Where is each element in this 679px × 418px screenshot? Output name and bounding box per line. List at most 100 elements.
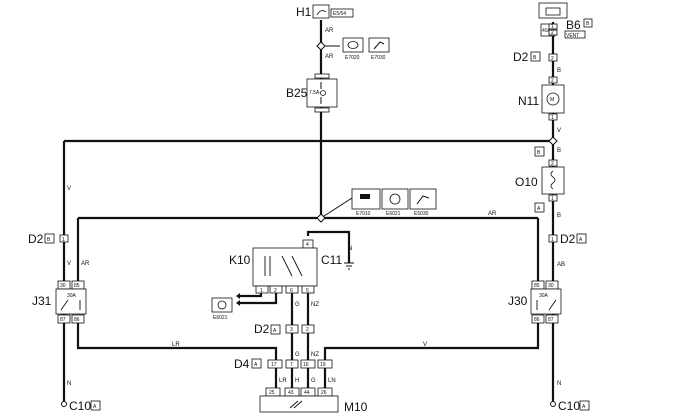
d2-pin: 1 bbox=[62, 237, 65, 243]
d2-tag: B bbox=[47, 237, 51, 243]
h1-label: H1 bbox=[296, 5, 312, 19]
ref-text: E5030 bbox=[414, 211, 429, 217]
c10-label: C10 bbox=[69, 399, 91, 413]
d2-label: D2 bbox=[560, 232, 576, 246]
n11-pin: 2 bbox=[551, 78, 554, 84]
wires bbox=[62, 20, 555, 401]
o10-label: O10 bbox=[515, 175, 538, 189]
j30-pin-box bbox=[531, 314, 545, 324]
wire-code: H bbox=[295, 378, 299, 384]
c10-tag: A bbox=[582, 404, 586, 410]
j30-pin: 87 bbox=[548, 317, 554, 323]
k10-pin: 2 bbox=[274, 288, 277, 294]
b25-label: B25 bbox=[286, 86, 308, 100]
o10-pin-box bbox=[548, 159, 558, 167]
j31-pin: 85 bbox=[74, 283, 80, 289]
ref-icon-box bbox=[342, 37, 364, 53]
splice-icon bbox=[548, 136, 558, 146]
m10-pin: 43 bbox=[288, 390, 294, 396]
k10-pin: 1 bbox=[260, 288, 263, 294]
d2-pin: 2 bbox=[306, 327, 309, 333]
component-c11: C11 bbox=[321, 253, 354, 270]
h1-ref: E5/54 bbox=[333, 11, 346, 17]
ref-text: E7030 bbox=[371, 55, 386, 61]
ground-icon bbox=[344, 262, 354, 270]
b6-pin: 2 bbox=[551, 30, 554, 36]
b6-note: VENT bbox=[566, 33, 579, 39]
j30-pin-box bbox=[545, 314, 559, 324]
n11-pin-box bbox=[548, 76, 558, 84]
d4-pin-box bbox=[267, 359, 283, 369]
d4-pin-box bbox=[317, 359, 333, 369]
d2-pin: 2 bbox=[551, 56, 554, 62]
wiper-icon bbox=[289, 400, 303, 409]
heater-icon bbox=[550, 170, 556, 190]
d2-label: D2 bbox=[254, 322, 270, 336]
wire-lr-loop bbox=[76, 323, 278, 364]
connector-d2-b-left: D2 B 1 bbox=[28, 232, 69, 246]
d2-label: D2 bbox=[513, 50, 529, 64]
ground-c10-right: C10 A bbox=[550, 399, 590, 413]
ref-text: E7010 bbox=[356, 211, 371, 217]
d2-pin: 3 bbox=[290, 327, 293, 333]
j30-rating: 30A bbox=[539, 293, 549, 299]
h1-symbol-box bbox=[312, 4, 330, 19]
o10-pin: 1 bbox=[551, 196, 554, 202]
j31-pin: 86 bbox=[74, 317, 80, 323]
o10-tag-box bbox=[534, 202, 545, 213]
b6-battery-box bbox=[538, 2, 568, 19]
wire-code: N bbox=[67, 381, 71, 387]
wire-code: NZ bbox=[311, 352, 319, 358]
b25-pin-bottom bbox=[314, 107, 330, 113]
m10-pin: 44 bbox=[304, 390, 310, 396]
wire-code: G bbox=[295, 352, 300, 358]
c11-label: C11 bbox=[321, 253, 342, 267]
d4-label: D4 bbox=[234, 357, 250, 371]
splices bbox=[316, 41, 558, 223]
d2-label: D2 bbox=[28, 232, 44, 246]
arrow-icon bbox=[236, 293, 240, 299]
ref-icon-box bbox=[409, 188, 437, 210]
component-j31: J31 30 85 30A 87 86 bbox=[32, 280, 87, 324]
o10-body bbox=[541, 166, 565, 195]
ground-icon bbox=[61, 401, 67, 407]
wire-code: V bbox=[67, 186, 71, 192]
ground-c10-left: C10 A bbox=[61, 399, 101, 413]
j31-pin: 30 bbox=[60, 283, 66, 289]
wire-codes: AR AR B V B B AB N V V AR N AR LR V G NZ… bbox=[67, 28, 565, 387]
n11-label: N11 bbox=[518, 94, 539, 108]
b6-tag: B bbox=[586, 21, 590, 27]
ref-icon-box bbox=[368, 37, 390, 53]
wire-code: AR bbox=[325, 54, 334, 60]
wire-code: N bbox=[557, 381, 561, 387]
m10-label: M10 bbox=[344, 400, 368, 414]
k10-label: K10 bbox=[229, 253, 251, 267]
wiper-icon bbox=[217, 300, 227, 310]
b6-tag-box bbox=[583, 18, 593, 28]
b6-note-box bbox=[564, 30, 586, 39]
component-j30: J30 85 30 30A 86 87 bbox=[508, 280, 562, 324]
c10-tag: A bbox=[93, 404, 97, 410]
component-m10: 25 43 44 26 M10 bbox=[259, 387, 368, 414]
j30-label: J30 bbox=[508, 294, 528, 308]
connector-d2-b-top: D2 B 2 bbox=[513, 50, 558, 64]
c10-tag-box bbox=[90, 400, 101, 411]
d4-pin-box bbox=[285, 359, 299, 369]
component-n11: N11 2 M 1 bbox=[518, 76, 565, 121]
ref-icon-box bbox=[381, 188, 409, 210]
d4-pin: 16 bbox=[303, 362, 309, 368]
component-b25: B25 7.5A bbox=[286, 73, 338, 113]
j30-pin: 85 bbox=[534, 283, 540, 289]
connector-d4-a: D4 A 17 7 16 19 bbox=[234, 357, 333, 371]
wire-code: AB bbox=[557, 262, 565, 268]
c10-tag-box bbox=[579, 400, 590, 411]
d4-tag: A bbox=[254, 362, 258, 368]
wire-code: G bbox=[295, 302, 300, 308]
ref-group-k10: E6021 bbox=[211, 293, 240, 321]
wiper-icon bbox=[316, 10, 327, 16]
connector-d2-a-mid: D2 A 3 2 bbox=[254, 322, 315, 336]
wire-code: B bbox=[557, 68, 561, 74]
k10-pin-box bbox=[255, 285, 269, 294]
d2-tag: A bbox=[579, 237, 583, 243]
j30-pin: 30 bbox=[548, 283, 554, 289]
